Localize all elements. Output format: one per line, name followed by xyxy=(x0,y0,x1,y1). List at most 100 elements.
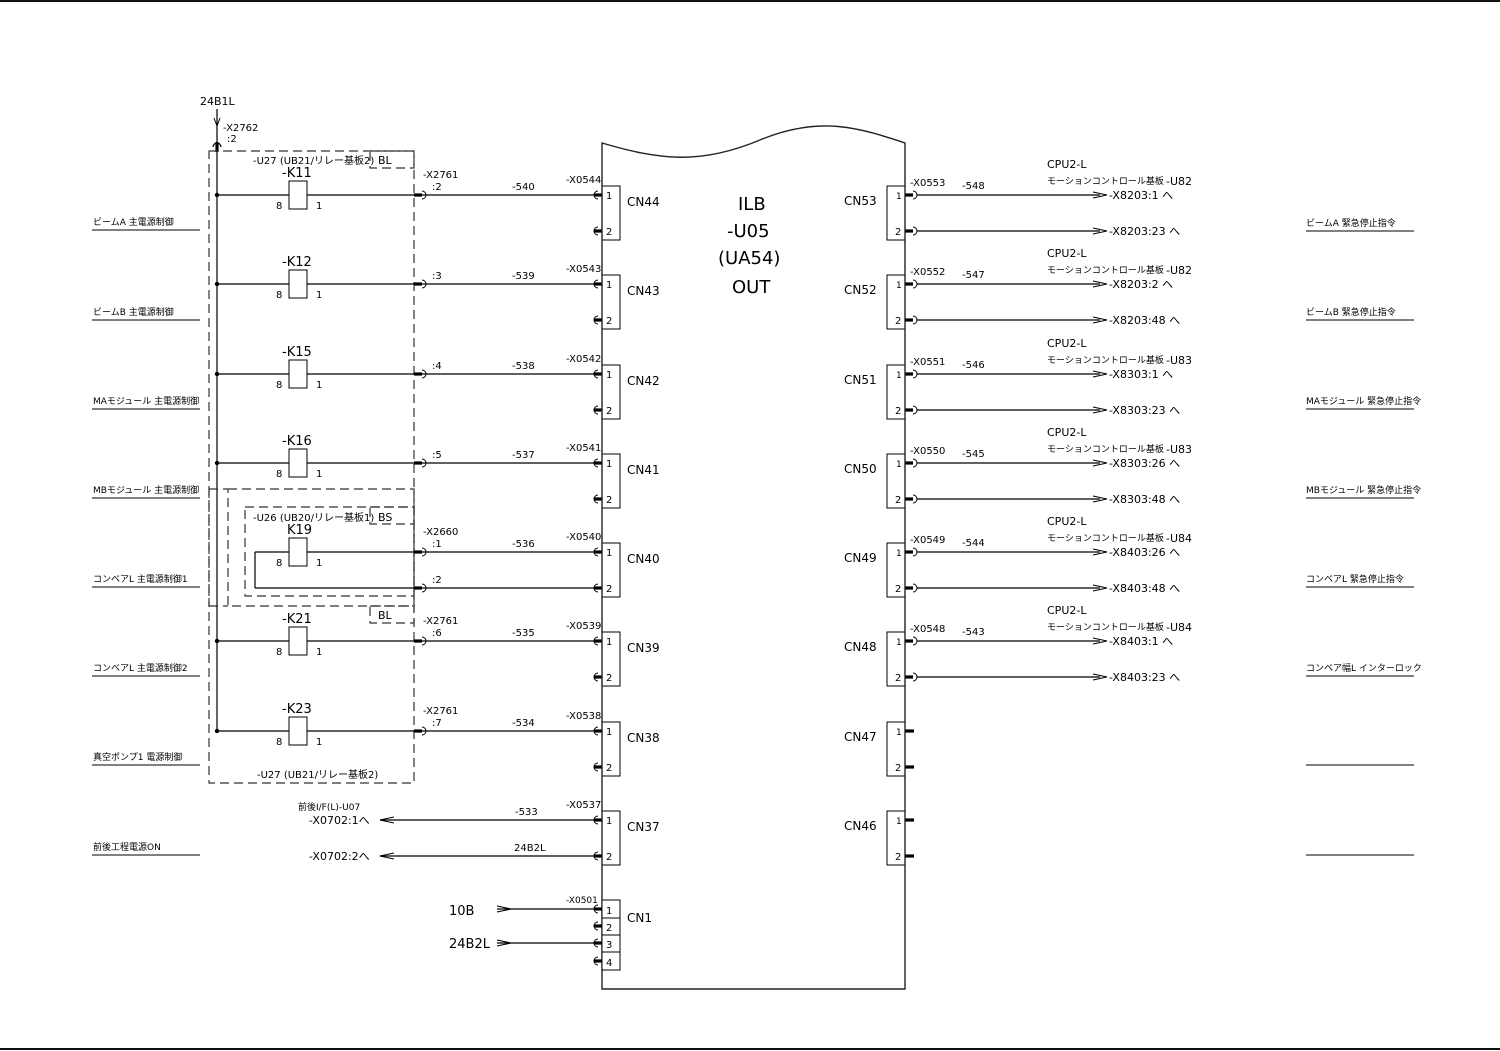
plug-label: -X0551 xyxy=(910,357,945,368)
wire-number: -537 xyxy=(512,450,535,461)
destination-1: -X8303:26 へ xyxy=(1109,457,1180,470)
destination-board: モーションコントロール基板 xyxy=(1047,443,1164,455)
arrow-right-1 xyxy=(1092,370,1108,378)
left-row-cn37: 前後工程電源ON12CN37-X0537-53324B2L前後I/F(L)-U0… xyxy=(92,800,660,866)
relay-board-u26-tag: BS xyxy=(378,511,392,524)
relay-board-u26-label: -U26 (UB20/リレー基板1) xyxy=(253,511,374,524)
plug-label: -X0539 xyxy=(566,621,601,632)
plug-label: -X0550 xyxy=(910,446,945,457)
cn1-pin-2: 2 xyxy=(606,923,612,934)
destination-cpu: CPU2-L xyxy=(1047,604,1087,617)
connector-label: CN38 xyxy=(627,731,660,745)
relay-label: -K16 xyxy=(282,434,312,449)
signal-label: ビームB 主電源制御 xyxy=(93,306,174,318)
ilb-board-outline xyxy=(601,125,906,990)
relay-pin-in: 8 xyxy=(276,469,282,480)
signal-label: MBモジュール 緊急停止指令 xyxy=(1306,484,1421,496)
signal-label: ビームB 緊急停止指令 xyxy=(1306,306,1396,318)
cn1-input-24b2l: 24B2L xyxy=(449,937,491,952)
cn1-plug: -X0501 xyxy=(566,896,598,906)
destination-2: -X0702:2へ xyxy=(309,850,370,863)
connector-label: CN41 xyxy=(627,463,660,477)
plug-socket-2 xyxy=(912,315,918,325)
board-io: OUT xyxy=(732,277,771,298)
destination-unit: -U82 xyxy=(1166,175,1192,188)
terminal-pin-label: :1 xyxy=(432,539,442,550)
destination-unit: -U83 xyxy=(1166,354,1192,367)
relay-board-u27b-tag: BL xyxy=(378,609,393,622)
wire-number: -544 xyxy=(962,538,985,549)
board-id: -U05 xyxy=(727,221,770,242)
connector-label: CN48 xyxy=(844,640,877,654)
plug-socket-2 xyxy=(912,405,918,415)
plug-label: -X0540 xyxy=(566,532,601,543)
destination-unit: -U83 xyxy=(1166,443,1192,456)
plug-socket-1 xyxy=(912,369,918,379)
connector-label: CN49 xyxy=(844,551,877,565)
relay-board-u27-bottom-label: -U27 (UB21/リレー基板2) xyxy=(257,768,378,781)
signal-label: ビームA 主電源制御 xyxy=(93,216,174,228)
cn1-sockets xyxy=(593,904,602,966)
plug-label: -X0548 xyxy=(910,624,945,635)
board-sub: (UA54) xyxy=(718,248,780,269)
pin-1-label: 1 xyxy=(896,549,902,559)
signal-label: MAモジュール 緊急停止指令 xyxy=(1306,395,1421,407)
relay-pin-in: 8 xyxy=(276,558,282,569)
destination-unit: -U84 xyxy=(1166,532,1192,545)
connector-label: CN50 xyxy=(844,462,877,476)
signal-label: コンベアL 主電源制御2 xyxy=(93,662,188,674)
terminal-socket xyxy=(421,726,427,736)
pin-2-label: 2 xyxy=(895,227,901,238)
connector-label: CN51 xyxy=(844,373,877,387)
arrow-right-1 xyxy=(1092,280,1108,288)
plug-socket-1 xyxy=(912,458,918,468)
cn1-pin-3: 3 xyxy=(606,940,612,951)
destination-cpu: CPU2-L xyxy=(1047,158,1087,171)
connector-label: CN46 xyxy=(844,819,877,833)
arrow-left xyxy=(379,816,395,824)
terminal-socket xyxy=(421,190,427,200)
arrow-right-2 xyxy=(1092,673,1108,681)
connector-label: CN53 xyxy=(844,194,877,208)
pin-1-label: 1 xyxy=(606,548,612,559)
wire-number: -536 xyxy=(512,539,535,550)
destination-2: -X8303:23 へ xyxy=(1109,404,1180,417)
pin-2-label: 2 xyxy=(606,316,612,327)
destination-2: -X8203:23 へ xyxy=(1109,225,1180,238)
relay-coil xyxy=(288,716,308,746)
pin-1-label: 1 xyxy=(606,816,612,827)
connector-label: CN44 xyxy=(627,195,660,209)
wire-label-2: 24B2L xyxy=(514,843,546,854)
signal-label: MAモジュール 主電源制御 xyxy=(93,395,199,407)
plug-label: -X0537 xyxy=(566,800,601,811)
left-row-cn40: コンベアL 主電源制御112CN40-X0540-536-X2660:1K198… xyxy=(92,523,660,598)
relay-board-u27-gap-outline xyxy=(227,488,415,607)
terminal-pin-2-label: :2 xyxy=(432,575,442,586)
relay-pin-in: 8 xyxy=(276,737,282,748)
relay-pin-out: 1 xyxy=(316,469,322,480)
pin-2-label: 2 xyxy=(895,673,901,684)
pin-2-label: 2 xyxy=(606,673,612,684)
destination-2: -X8403:23 へ xyxy=(1109,671,1180,684)
destination-unit: -U84 xyxy=(1166,621,1192,634)
arrow-right-2 xyxy=(1092,406,1108,414)
terminal-pin-label: :7 xyxy=(432,718,442,729)
destination-1: -X8403:1 へ xyxy=(1109,635,1173,648)
relay-coil xyxy=(288,269,308,299)
destination-1: -X0702:1へ xyxy=(309,814,370,827)
supply-terminal-pin: :2 xyxy=(227,134,237,145)
destination-board: モーションコントロール基板 xyxy=(1047,532,1164,544)
arrow-right-1 xyxy=(1092,548,1108,556)
relay-pin-out: 1 xyxy=(316,737,322,748)
wire-number: -538 xyxy=(512,361,535,372)
supply-label: 24B1L xyxy=(200,95,236,108)
terminal-pin-label: :4 xyxy=(432,361,442,372)
relay-label: -K11 xyxy=(282,166,312,181)
